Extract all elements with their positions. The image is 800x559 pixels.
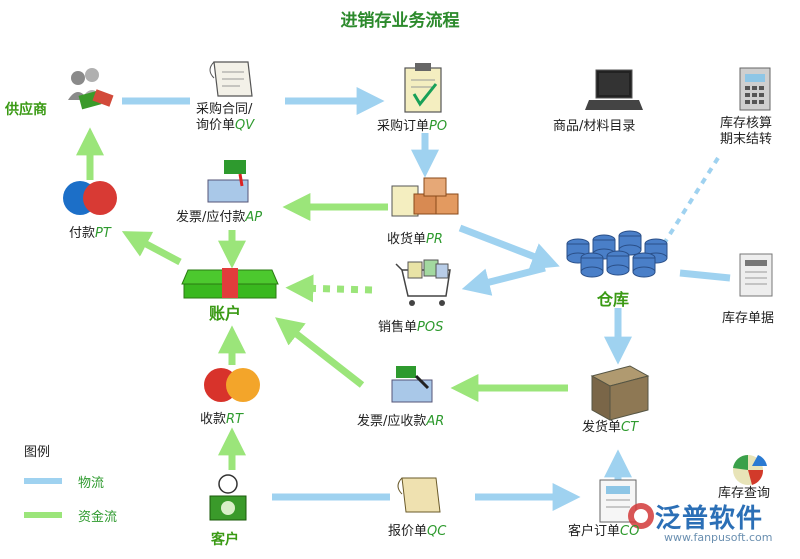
- supplier-icon: [68, 68, 114, 110]
- stock-doc-label: 库存单据: [722, 311, 775, 326]
- inventory-check-label: 库存核算 期末结转: [720, 116, 773, 147]
- customer-icon: [209, 474, 247, 521]
- brand-url: www.fanpusoft.com: [664, 531, 773, 544]
- pos-label: 销售单POS: [378, 320, 444, 335]
- collection-label: 收款RT: [200, 412, 243, 427]
- flow-warehouse-pos: [461, 264, 546, 296]
- flow-stockdoc-warehouse: [679, 269, 731, 282]
- laptop-icon: [585, 69, 643, 110]
- invoice-ar-label: 发票/应收款AR: [357, 414, 445, 429]
- customer-label: 客户: [211, 532, 239, 548]
- supplier-label: 供应商: [5, 102, 47, 118]
- brand-logo-icon: [628, 503, 654, 529]
- purchase-order-label: 采购订单PO: [377, 119, 448, 134]
- legend-logistics-label: 物流: [78, 476, 105, 491]
- delivery-crate-icon: [590, 365, 650, 421]
- flow-ar-account: [275, 317, 365, 388]
- mastercard-icon: [204, 368, 260, 402]
- warehouse-label: 仓库: [597, 290, 630, 309]
- quote-label: 报价单QC: [388, 524, 447, 539]
- page-title: 进销存业务流程: [340, 11, 460, 31]
- legend-cash-label: 资金流: [78, 510, 118, 525]
- receipt-label: 收货单PR: [387, 232, 443, 247]
- receipt-icon: [391, 177, 459, 217]
- account-label: 账户: [209, 304, 242, 323]
- account-register-icon: [181, 268, 279, 299]
- delivery-label: 发货单CT: [582, 420, 639, 435]
- flow-account-payment: [121, 231, 182, 266]
- legend-title: 图例: [24, 445, 51, 460]
- flow-receipt-warehouse: [458, 224, 560, 270]
- invoice-ap-label: 发票/应付款AP: [176, 210, 263, 225]
- maestro-card-icon: [63, 181, 117, 215]
- invoice-ar-icon: [391, 366, 433, 403]
- flow-inventory-warehouse: [663, 156, 720, 244]
- quote-icon: [397, 477, 441, 513]
- invoice-ap-icon: [207, 160, 249, 203]
- purchase-contract-label: 采购合同/ 询价单QV: [196, 102, 255, 133]
- flow-pos-account: [285, 274, 373, 303]
- calculator-icon: [739, 67, 771, 111]
- stock-query-label: 库存查询: [718, 486, 771, 501]
- stock-document-icon: [739, 253, 773, 297]
- pos-cart-icon: [395, 259, 451, 306]
- contract-icon: [209, 61, 253, 97]
- purchase-order-icon: [404, 63, 442, 113]
- payment-label: 付款PT: [69, 226, 111, 241]
- warehouse-icon: [566, 230, 668, 278]
- brand-name: 泛普软件: [655, 504, 764, 534]
- catalog-label: 商品/材料目录: [553, 119, 636, 134]
- pie-chart-icon: [733, 454, 767, 485]
- customer-order-label: 客户订单CO: [568, 524, 640, 539]
